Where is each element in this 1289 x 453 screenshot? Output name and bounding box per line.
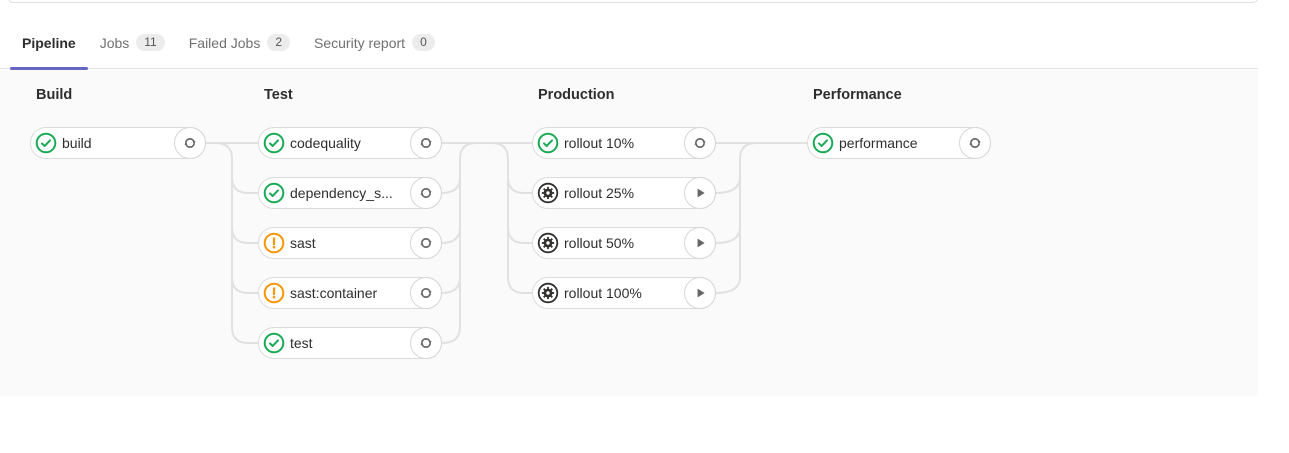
tab-count-badge: 2 [267, 34, 291, 51]
tab-jobs[interactable]: Jobs 11 [88, 17, 177, 68]
retry-icon [418, 235, 434, 251]
job-sast[interactable]: sast [258, 227, 442, 259]
retry-icon [418, 185, 434, 201]
pipeline-graph: Build build Test codequality dependency_s...… [0, 70, 1258, 396]
retry-button[interactable] [410, 327, 442, 359]
job-build[interactable]: build [30, 127, 206, 159]
header-card-bottom-edge [8, 0, 1258, 3]
play-button[interactable] [684, 277, 716, 309]
tab-count-badge: 0 [412, 34, 435, 51]
status-warning-icon [263, 232, 285, 254]
play-button[interactable] [684, 177, 716, 209]
status-success-icon [263, 132, 285, 154]
job-dependency-s[interactable]: dependency_s... [258, 177, 442, 209]
retry-button[interactable] [410, 277, 442, 309]
retry-button[interactable] [684, 127, 716, 159]
tab-label: Pipeline [22, 34, 76, 51]
status-success-icon [812, 132, 834, 154]
tab-label: Security report [314, 34, 406, 51]
play-icon [693, 186, 707, 200]
status-success-icon [263, 182, 285, 204]
tab-failed-jobs[interactable]: Failed Jobs 2 [177, 17, 302, 68]
retry-button[interactable] [410, 127, 442, 159]
tab-label: Failed Jobs [188, 34, 261, 51]
pipeline-tabs: Pipeline Jobs 11 Failed Jobs 2 Security repor… [0, 17, 1258, 70]
job-codequality[interactable]: codequality [258, 127, 442, 159]
play-button[interactable] [684, 227, 716, 259]
status-manual-icon [537, 182, 559, 204]
status-success-icon [35, 132, 57, 154]
tab-pipeline[interactable]: Pipeline [10, 17, 88, 70]
retry-icon [182, 135, 198, 151]
job-rollout-10[interactable]: rollout 10% [532, 127, 716, 159]
status-success-icon [263, 332, 285, 354]
status-success-icon [537, 132, 559, 154]
job-rollout-25[interactable]: rollout 25% [532, 177, 716, 209]
status-warning-icon [263, 282, 285, 304]
retry-button[interactable] [410, 227, 442, 259]
pipeline-page: Pipeline Jobs 11 Failed Jobs 2 Security repor… [0, 0, 1258, 396]
stage-header-build: Build [36, 87, 73, 103]
retry-icon [418, 335, 434, 351]
tab-count-badge: 11 [136, 34, 165, 51]
job-rollout-100[interactable]: rollout 100% [532, 277, 716, 309]
tab-security-report[interactable]: Security report 0 [302, 17, 447, 68]
retry-icon [418, 135, 434, 151]
tab-label: Jobs [99, 34, 130, 51]
stage-header-test: Test [264, 87, 293, 103]
job-sast-container[interactable]: sast:container [258, 277, 442, 309]
stage-header-performance: Performance [813, 87, 902, 103]
play-icon [693, 286, 707, 300]
job-rollout-50[interactable]: rollout 50% [532, 227, 716, 259]
retry-button[interactable] [174, 127, 206, 159]
stage-header-production: Production [538, 87, 615, 103]
status-manual-icon [537, 232, 559, 254]
retry-icon [418, 285, 434, 301]
connector-lines [206, 142, 807, 344]
retry-button[interactable] [959, 127, 991, 159]
retry-icon [692, 135, 708, 151]
play-icon [693, 236, 707, 250]
job-performance[interactable]: performance [807, 127, 991, 159]
status-manual-icon [537, 282, 559, 304]
job-test[interactable]: test [258, 327, 442, 359]
retry-button[interactable] [410, 177, 442, 209]
retry-icon [967, 135, 983, 151]
